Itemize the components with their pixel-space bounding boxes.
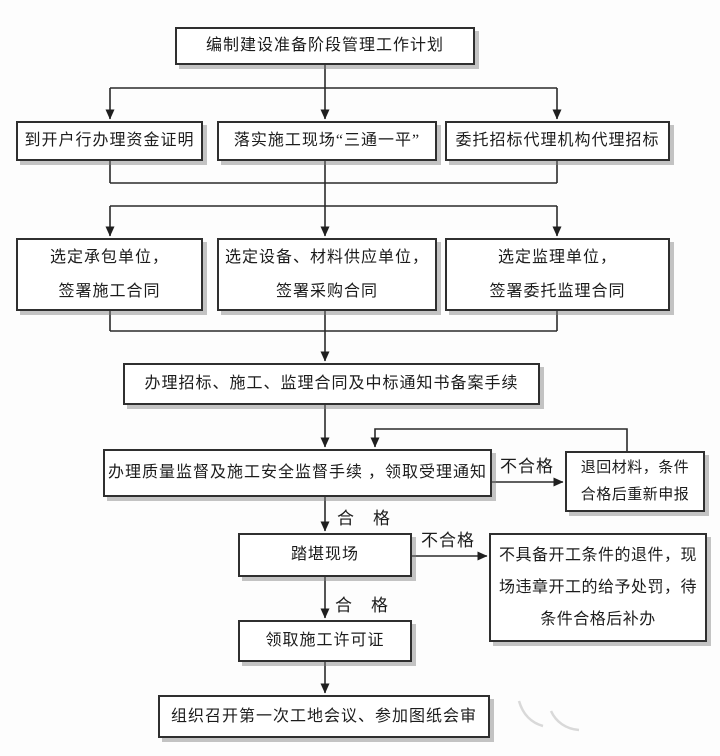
node-tender-agency-label: 委托招标代理机构代理招标 [455,132,660,149]
node-select-supplier: 选定设备、材料供应单位， 签署采购合同 [217,238,437,311]
node-first-site-meeting-label: 组织召开第一次工地会议、参加图纸会审 [170,707,477,725]
node-construction-permit-label: 领取施工许可证 [265,632,385,649]
node-select-supplier-line1: 选定设备、材料供应单位， [224,248,429,266]
node-tender-agency: 委托招标代理机构代理招标 [445,121,670,161]
node-return-material-line1: 退回材料，条件 [580,460,690,476]
node-contract-filing-label: 办理招标、施工、监理合同及中标通知书备案手续 [144,375,519,392]
node-first-site-meeting: 组织召开第一次工地会议、参加图纸会审 [158,695,490,738]
node-quality-supervision: 办理质量监督及施工安全监督手续 ，领取受理通知 [103,449,492,497]
node-penalty-line3: 条件合格后补办 [540,610,656,628]
edge-label-pass-1: 合 格 [337,509,391,528]
edges [105,65,628,694]
node-plan: 编制建设准备阶段管理工作计划 [175,27,475,65]
node-select-contractor-line1: 选定承包单位， [49,248,169,266]
node-select-supervisor-line1: 选定监理单位， [497,248,617,266]
node-fund-certificate: 到开户行办理资金证明 [16,121,203,161]
node-site-preparation: 落实施工现场“三通一平” [217,121,437,161]
node-select-supplier-line2: 签署采购合同 [275,282,378,300]
edge-label-fail-2: 不合格 [421,531,475,550]
node-penalty: 不具备开工条件的退件，现 场违章开工的给予处罚，待 条件合格后补办 [489,533,707,642]
node-return-material-line2: 合格后重新申报 [580,487,690,503]
watermark [517,700,580,732]
edge-label-fail-1: 不合格 [500,457,554,476]
edge-feedback-loop [370,428,628,451]
node-select-supervisor: 选定监理单位， 签署委托监理合同 [445,238,670,311]
node-quality-supervision-label: 办理质量监督及施工安全监督手续 ，领取受理通知 [107,464,487,481]
node-select-contractor: 选定承包单位， 签署施工合同 [16,238,203,311]
node-penalty-line1: 不具备开工条件的退件，现 [498,546,697,564]
node-select-supervisor-line2: 签署委托监理合同 [489,282,626,300]
node-return-material: 退回材料，条件 合格后重新申报 [565,451,705,512]
edge-label-pass-2: 合 格 [335,596,389,615]
node-contract-filing: 办理招标、施工、监理合同及中标通知书备案手续 [123,363,540,405]
node-site-survey: 踏堪现场 [238,533,412,577]
node-penalty-line2: 场违章开工的给予处罚，待 [498,578,697,596]
node-select-contractor-line2: 签署施工合同 [58,282,161,300]
node-site-survey-label: 踏堪现场 [290,546,359,563]
node-plan-label: 编制建设准备阶段管理工作计划 [205,37,444,54]
node-site-preparation-label: 落实施工现场“三通一平” [233,132,421,149]
node-fund-certificate-label: 到开户行办理资金证明 [24,132,195,149]
node-construction-permit: 领取施工许可证 [238,620,412,662]
